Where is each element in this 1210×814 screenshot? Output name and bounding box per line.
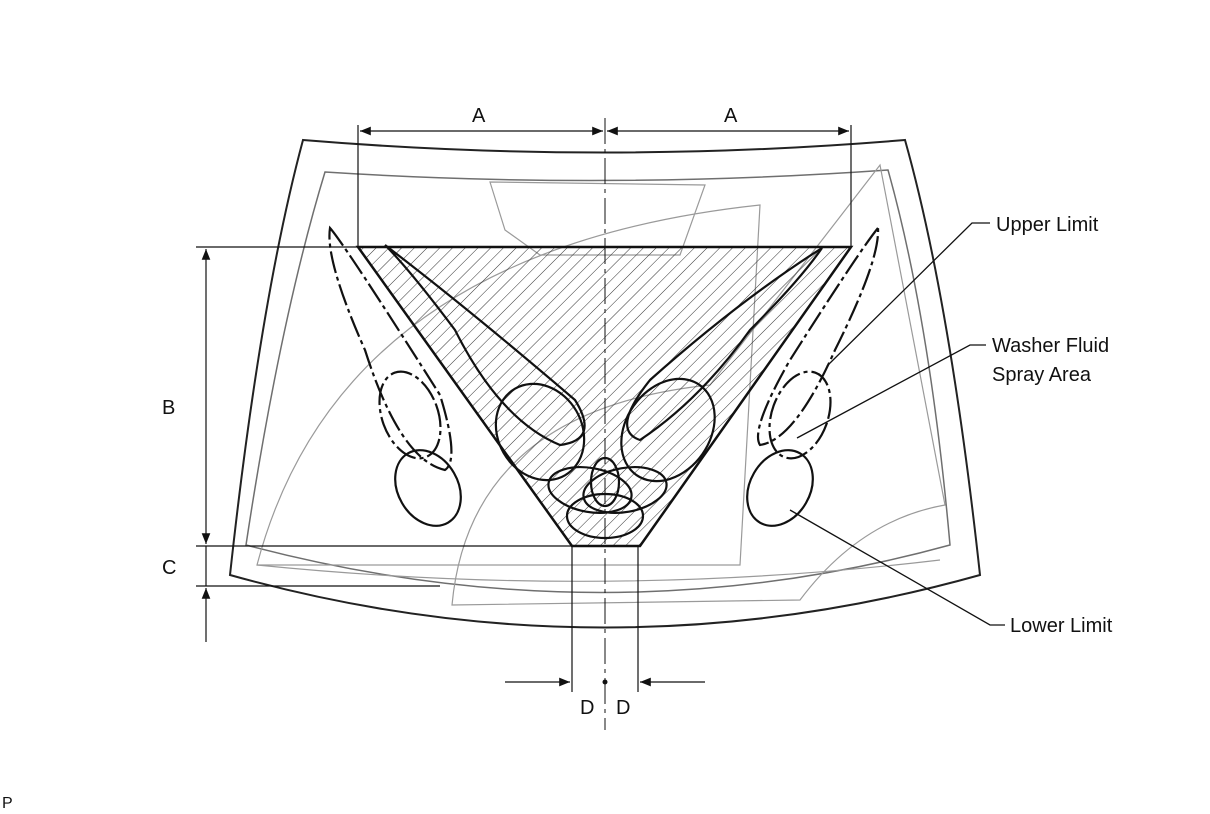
leader-upper-limit xyxy=(826,222,990,367)
leader-spray-area xyxy=(796,344,986,439)
left-ellipse-upper xyxy=(378,370,442,460)
spray-ellipse-center-right xyxy=(620,377,716,483)
callout-lower-limit: Lower Limit xyxy=(1010,615,1113,637)
callout-leaders xyxy=(789,222,1005,626)
callout-spray-area-line1: Washer Fluid xyxy=(992,335,1109,357)
left-plume-long xyxy=(328,225,453,472)
spray-plume-right-long xyxy=(626,247,823,442)
callout-upper-limit: Upper Limit xyxy=(996,214,1099,236)
dimension-a xyxy=(357,125,852,247)
windshield-outer-edge xyxy=(228,138,982,629)
right-ellipse-upper xyxy=(768,370,832,460)
label-a-right: A xyxy=(724,105,738,127)
spray-patterns-right xyxy=(746,225,880,527)
centerline-dot xyxy=(602,679,608,685)
callout-spray-area-line2: Spray Area xyxy=(992,364,1092,386)
label-b: B xyxy=(162,397,175,419)
right-ellipse-lower xyxy=(746,449,814,527)
label-c: C xyxy=(162,557,176,579)
label-d-left: D xyxy=(580,697,594,719)
left-ellipse-lower xyxy=(394,449,462,527)
label-a-left: A xyxy=(472,105,486,127)
lower-glass-line xyxy=(256,559,941,582)
spray-ellipse-center-left xyxy=(494,382,586,482)
dimension-b-c xyxy=(196,246,572,642)
leader-lower-limit xyxy=(789,509,1005,626)
spray-patterns-left xyxy=(328,225,462,527)
corner-mark: P xyxy=(2,795,13,812)
label-d-right: D xyxy=(616,697,630,719)
windshield-inner-edge xyxy=(245,169,951,594)
right-plume-long xyxy=(756,225,880,447)
dimension-d xyxy=(505,546,705,692)
spray-plume-left-long xyxy=(384,244,586,447)
